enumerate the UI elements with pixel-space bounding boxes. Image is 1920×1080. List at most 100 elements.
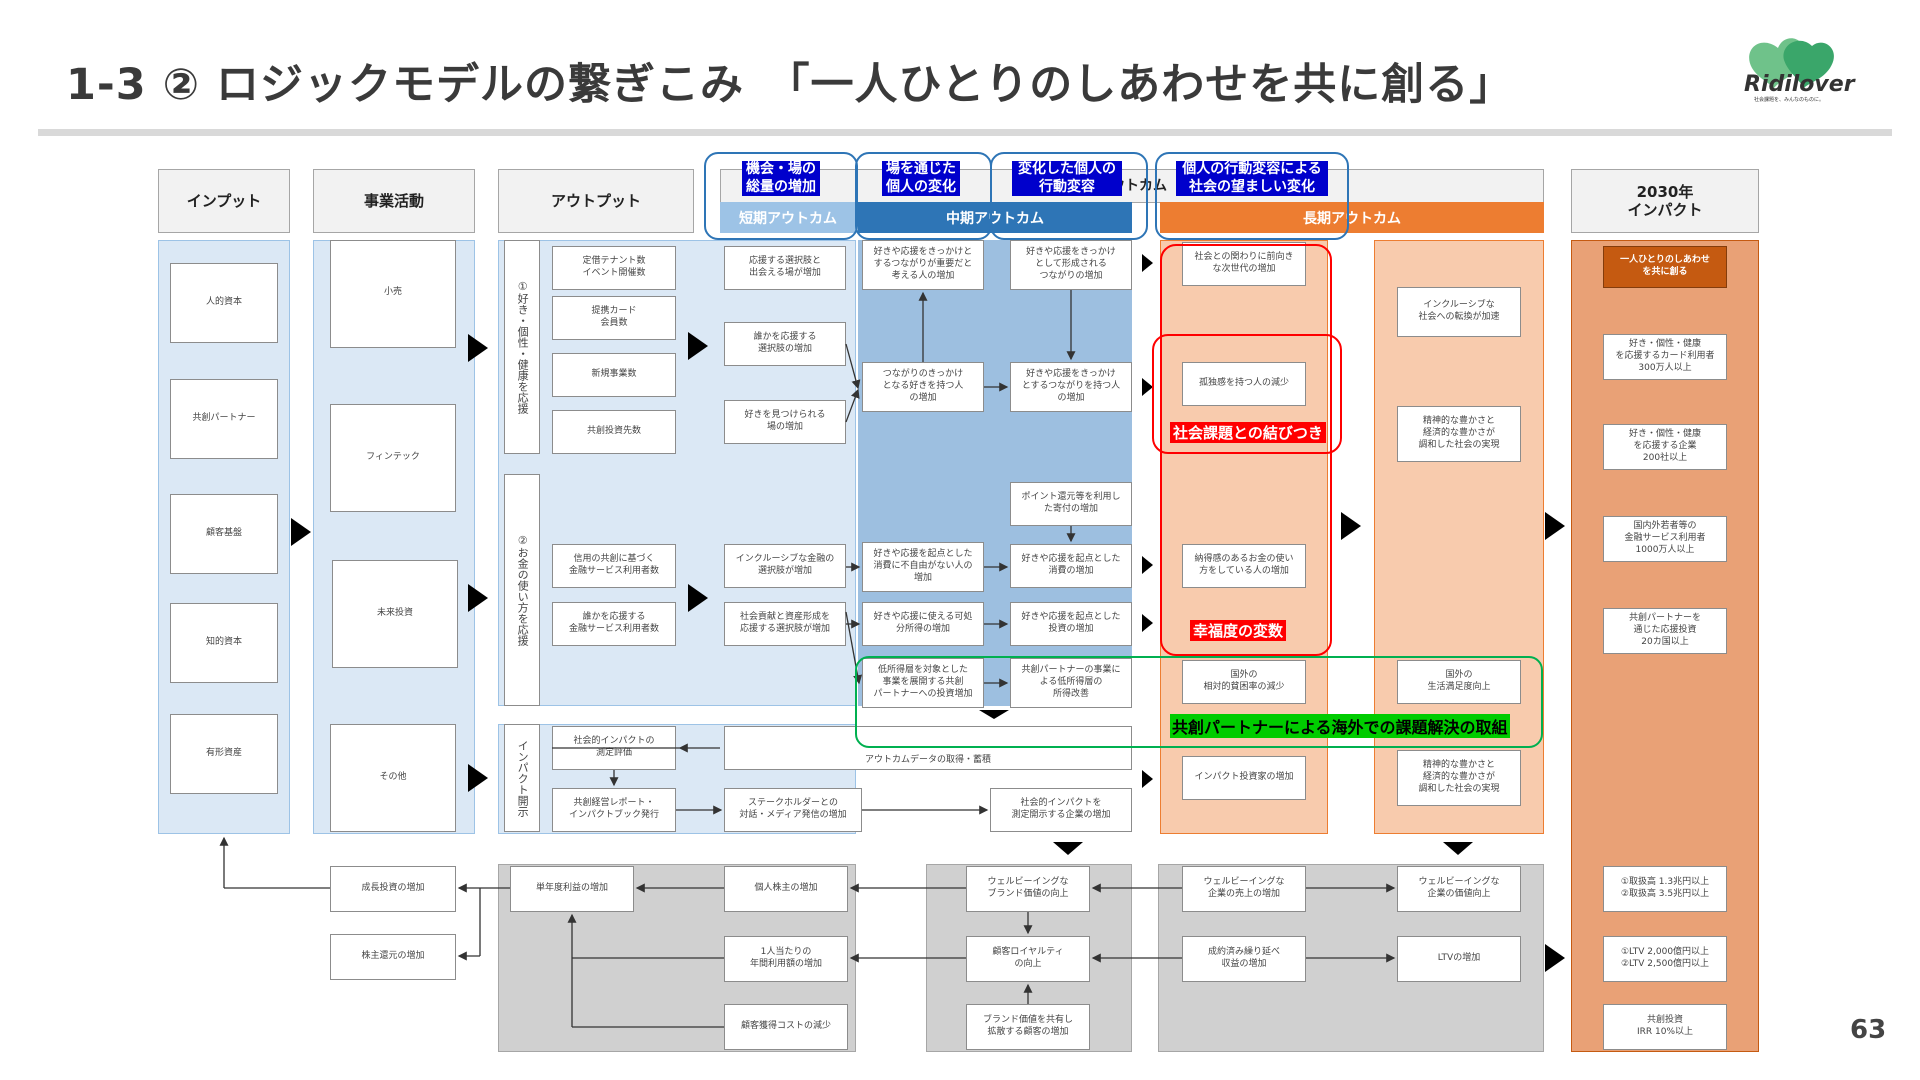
title-divider [38, 129, 1892, 136]
activity-retail: 小売 [330, 240, 456, 348]
short-inclusive-finance: インクルーシブな金融の 選択肢が増加 [724, 544, 846, 588]
short-social-asset: 社会貢献と資産形成を 応援する選択肢が増加 [724, 602, 846, 646]
long-impact-investors: インパクト投資家の増加 [1182, 756, 1306, 800]
bottom-annual-usage: 1人当たりの 年間利用額の増加 [724, 936, 848, 982]
impact-finance-users: 国内外若者等の 金融サービス利用者 1000万人以上 [1603, 516, 1727, 562]
bottom-brand-value: ウェルビーイングな ブランド価値の向上 [966, 866, 1090, 912]
short-dialogue-media: ステークホルダーとの 対話・メディア発信の増加 [724, 788, 862, 832]
mid-income-improvement: 共創パートナーの事業に よる低所得層の 所得改善 [1010, 658, 1132, 708]
arrow-long-to-impact [1545, 512, 1565, 540]
output-data-banner: アウトカムデータの取得・蓄積 [724, 726, 1132, 770]
arrow-small-1 [1142, 254, 1153, 272]
bottom-annual-profit: 単年度利益の増加 [510, 866, 634, 912]
long-harmonized-society-2: 精神的な豊かさと 経済的な豊かさが 調和した社会の実現 [1397, 750, 1521, 806]
bottom-growth-investment: 成長投資の増加 [330, 866, 456, 912]
output-tenants-events: 定借テナント数 イベント開催数 [552, 246, 676, 290]
input-customer-base: 顧客基盤 [170, 494, 278, 574]
red-highlight-inner [1152, 334, 1342, 454]
arrow-down-long [1443, 842, 1473, 855]
label-social-issue-link: 社会課題との結びつき [1170, 422, 1326, 443]
arrow-input-to-activities [291, 518, 311, 546]
activity-future-investment: 未来投資 [332, 560, 458, 668]
output-credit-finance-users: 信用の共創に基づく 金融サービス利用者数 [552, 544, 676, 588]
impact-transaction-volume: ①取扱高 1.3兆円以上 ②取扱高 3.5兆円以上 [1603, 866, 1727, 912]
bottom-brand-sharing: ブランド価値を共有し 拡散する顧客の増加 [966, 1004, 1090, 1050]
impact-countries: 共創パートナーを 通じた応援投資 20カ国以上 [1603, 608, 1727, 654]
impact-card-users: 好き・個性・健康 を応援するカード利用者 300万人以上 [1603, 334, 1727, 380]
long-poverty-rate: 国外の 相対的貧困率の減少 [1182, 660, 1306, 704]
impact-ltv: ①LTV 2,000億円以上 ②LTV 2,500億円以上 [1603, 936, 1727, 982]
long-satisfying-spending: 納得感のあるお金の使い 方をしている人の増加 [1182, 544, 1306, 588]
bottom-wellbeing-value: ウェルビーイングな 企業の価値向上 [1397, 866, 1521, 912]
arrow-activity-retail [468, 334, 488, 362]
header-activities: 事業活動 [313, 169, 475, 233]
input-partners: 共創パートナー [170, 379, 278, 459]
logo-tagline: 社会課題を、みんなのものに。 [1754, 97, 1825, 103]
arrow-down-mid [1053, 842, 1083, 855]
output-new-business: 新規事業数 [552, 353, 676, 397]
bottom-deferred-revenue: 成約済み繰り延べ 収益の増加 [1182, 936, 1306, 982]
input-intellectual: 知的資本 [170, 603, 278, 683]
arrow-output-group-2 [688, 584, 708, 612]
arrow-bottom-to-impact [1545, 944, 1565, 972]
logo-heart-icon [1749, 38, 1834, 88]
bottom-wellbeing-sales: ウェルビーイングな 企業の売上の増加 [1182, 866, 1306, 912]
output-card-members: 提携カード 会員数 [552, 296, 676, 340]
output-group-1: ①好き・個性・健康を応援 [504, 240, 540, 454]
impact-top: 一人ひとりのしあわせ を共に創る [1603, 246, 1727, 288]
blue-highlight-4 [1155, 152, 1349, 240]
long-harmonized-society-1: 精神的な豊かさと 経済的な豊かさが 調和した社会の実現 [1397, 406, 1521, 462]
header-input: インプット [158, 169, 290, 233]
arrow-small-4 [1142, 614, 1153, 632]
green-highlight [855, 656, 1543, 748]
long-loneliness: 孤独感を持つ人の減少 [1182, 362, 1306, 406]
long-overseas-satisfaction: 国外の 生活満足度向上 [1397, 660, 1521, 704]
arrow-small-5 [1142, 770, 1153, 788]
long-next-generation: 社会との関わりに前向き な次世代の増加 [1182, 242, 1306, 286]
bottom-acquisition-cost: 顧客獲得コストの減少 [724, 1004, 848, 1050]
mid-consumption: 好きや応援を起点とした 消費の増加 [1010, 544, 1132, 588]
label-happiness-variable: 幸福度の変数 [1190, 620, 1287, 641]
bottom-customer-loyalty: 顧客ロイヤルティ の向上 [966, 936, 1090, 982]
bottom-ltv: LTVの増加 [1397, 936, 1521, 982]
mid-investment: 好きや応援を起点とした 投資の増加 [1010, 602, 1132, 646]
logo-text: Ridilover [1744, 72, 1855, 97]
input-tangible: 有形資産 [170, 714, 278, 794]
header-long-outcome: 長期アウトカム [1160, 202, 1544, 233]
tag-individual-change: 場を通じた 個人の変化 [882, 161, 960, 196]
mid-impact-disclosure: 社会的インパクトを 測定開示する企業の増加 [990, 788, 1132, 832]
short-support-choices: 誰かを応援する 選択肢の増加 [724, 322, 846, 366]
mid-value-connection: 好きや応援をきっかけと するつながりが重要だと 考える人の増加 [862, 240, 984, 290]
long-inclusive-society: インクルーシブな 社会への転換が加速 [1397, 287, 1521, 337]
tag-social-change: 個人の行動変容による 社会の望ましい変化 [1176, 161, 1328, 196]
arrow-activity-other [468, 764, 488, 792]
short-support-choices-venue: 応援する選択肢と 出会える場が増加 [724, 246, 846, 290]
activity-fintech: フィンテック [330, 404, 456, 512]
output-investees: 共創投資先数 [552, 410, 676, 454]
blue-highlight-3 [990, 152, 1148, 240]
mid-point-donations: ポイント還元等を利用し た寄付の増加 [1010, 482, 1132, 526]
tag-behavior-change: 変化した個人の 行動変容 [1012, 161, 1122, 196]
input-human-capital: 人的資本 [170, 263, 278, 343]
arrow-output-group-1 [688, 332, 708, 360]
mid-partner-investment: 低所得層を対象とした 事業を展開する共創 パートナーへの投資増加 [862, 658, 984, 708]
arrow-small-3 [1142, 556, 1153, 574]
arrow-activity-fintech [468, 584, 488, 612]
header-output: アウトプット [498, 169, 694, 233]
bottom-shareholder-return: 株主還元の増加 [330, 934, 456, 980]
output-group-3: インパクト開示 [504, 724, 540, 832]
output-support-finance-users: 誰かを応援する 金融サービス利用者数 [552, 602, 676, 646]
tag-opportunity-increase: 機会・場の 総量の増加 [742, 161, 820, 196]
mid-disposable-income: 好きや応援に使える可処 分所得の増加 [862, 602, 984, 646]
bottom-individual-shareholders: 個人株主の増加 [724, 866, 848, 912]
label-overseas-partner: 共創パートナーによる海外での課題解決の取組 [1170, 714, 1510, 738]
impact-companies: 好き・個性・健康 を応援する企業 200社以上 [1603, 424, 1727, 470]
output-group-2: ②お金の使い方を応援 [504, 474, 540, 706]
page-title: 1-3 ② ロジックモデルの繋ぎこみ 「一人ひとりのしあわせを共に創る」 [66, 60, 1514, 110]
arrow-mid-to-long [1341, 512, 1361, 540]
page-number: 63 [1850, 1015, 1887, 1045]
header-short-outcome: 短期アウトカム [720, 202, 856, 233]
mid-people-with-connections: 好きや応援をきっかけ とするつながりを持つ人 の増加 [1010, 362, 1132, 412]
output-report: 共創経営レポート・ インパクトブック発行 [552, 788, 676, 832]
